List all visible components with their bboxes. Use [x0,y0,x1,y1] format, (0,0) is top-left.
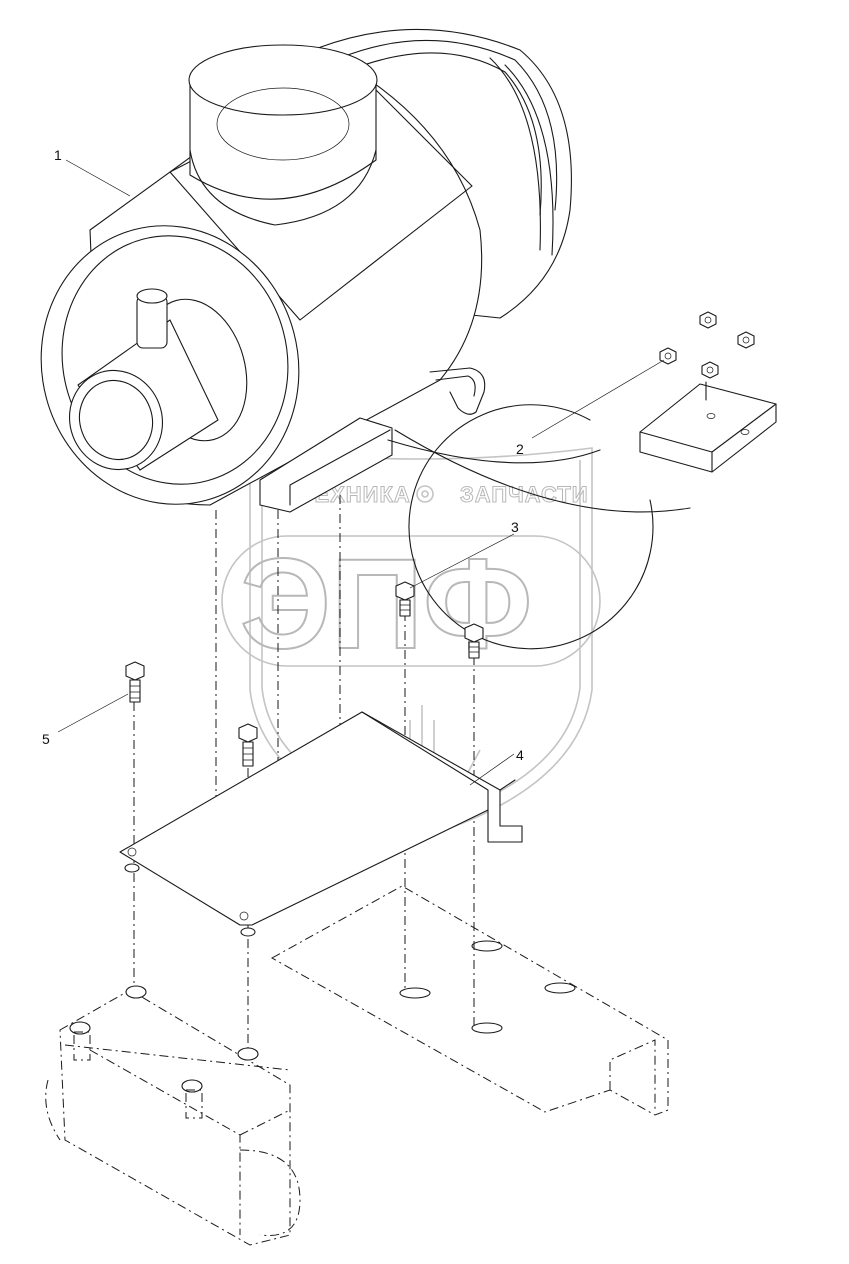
callout-2: 2 [516,441,524,457]
watermark-logo-frame [221,535,601,667]
air-cleaner-housing [40,28,572,513]
bolt-5b [238,723,258,767]
callout-4: 4 [516,747,524,763]
nut [737,331,755,349]
watermark-right-word: ЗАПЧАСТИ [460,482,589,507]
watermark-logo-letters: ЭПФ [240,533,532,676]
engine-bracket-phantom [45,985,301,1246]
detail-view-2 [387,311,777,650]
callout-3: 3 [511,519,519,535]
bolt-5a [125,661,145,703]
leader-lines [57,159,665,786]
bolt-3b [464,623,484,659]
callout-5: 5 [42,731,50,747]
watermark: ТЕХНИКА ЗАПЧАСТИ ЭПФ [221,447,601,839]
gear-icon [416,485,434,503]
callout-1: 1 [54,147,62,163]
mounting-plate [119,711,523,937]
frame-member-phantom [270,885,669,1116]
nut [659,347,677,365]
nut [699,311,717,329]
nut [701,361,719,379]
bolt-3a [395,581,415,617]
